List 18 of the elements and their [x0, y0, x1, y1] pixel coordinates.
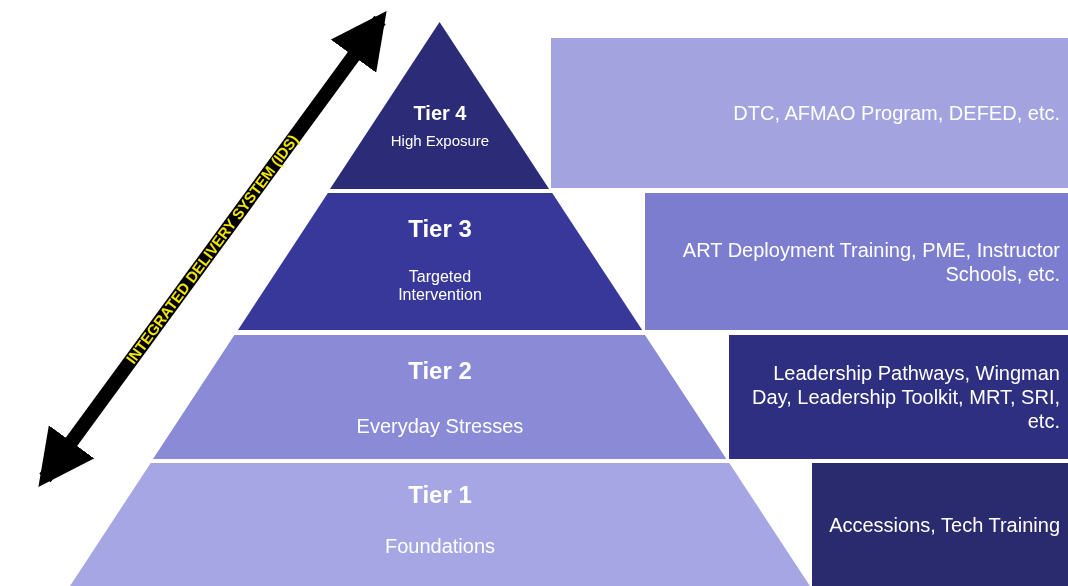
tier-description: High Exposure	[390, 132, 490, 149]
program-list-text: DTC, AFMAO Program, DEFED, etc.	[733, 101, 1060, 125]
program-list-text: Leadership Pathways, Wingman Day, Leadership Toolkit, MRT, SRI, etc.	[751, 361, 1060, 433]
tier-description: Targeted Intervention	[397, 268, 483, 304]
tier-description: Everyday Stresses	[355, 415, 525, 438]
program-list-text: ART Deployment Training, PME, Instructor Schools, etc.	[681, 237, 1060, 286]
program-list-text: Accessions, Tech Training	[829, 512, 1060, 537]
tier-heading: Tier 3	[407, 215, 473, 243]
program-band	[645, 193, 1068, 330]
program-band	[729, 335, 1068, 459]
pyramid-tier	[70, 463, 810, 586]
program-band	[551, 38, 1068, 188]
tier-heading: Tier 4	[412, 102, 468, 125]
program-band	[812, 463, 1068, 586]
pyramid-tier	[330, 22, 550, 189]
tier-heading: Tier 2	[407, 357, 473, 385]
tier-description: Foundations	[383, 535, 497, 558]
tier-heading: Tier 1	[407, 481, 473, 509]
